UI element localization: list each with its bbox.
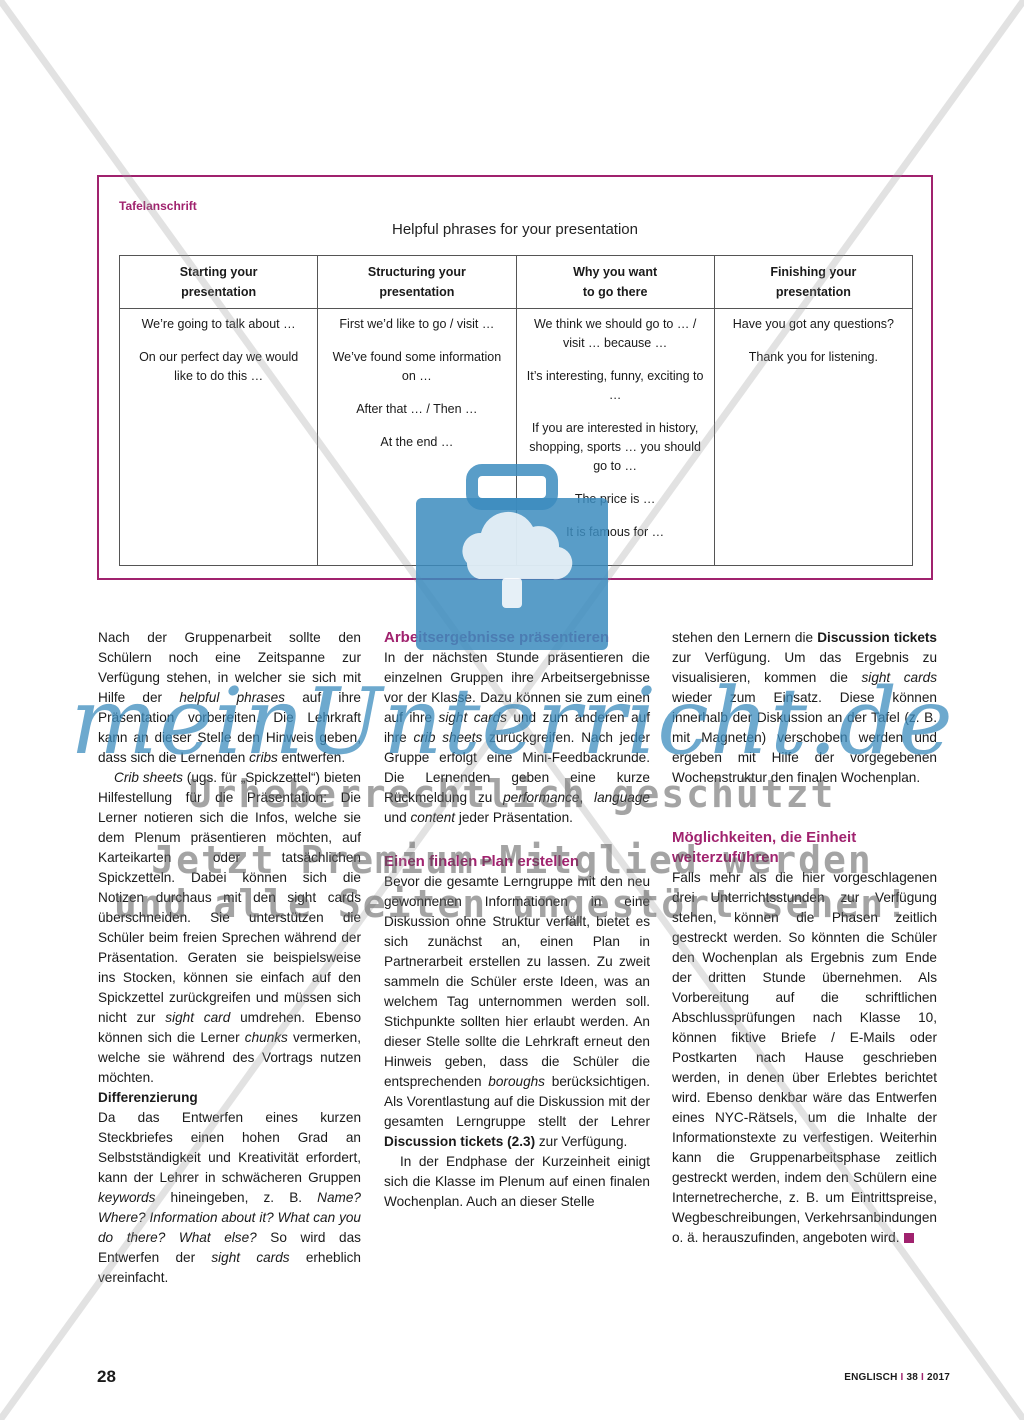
table-cell: Have you got any questions? Thank you fo… (713, 308, 914, 566)
tafelanschrift-box: Tafelanschrift Helpful phrases for your … (97, 175, 933, 580)
paragraph: Nach der Gruppenarbeit sollte den Schüle… (98, 630, 361, 765)
paragraph: Falls mehr als die hier vorgeschlagenen … (672, 870, 937, 1245)
text-column-2: Arbeitsergebnisse präsentieren In der nä… (384, 628, 650, 1212)
board-label: Tafelanschrift (119, 199, 197, 213)
paragraph: In der nächsten Stunde präsentieren die … (384, 650, 651, 825)
end-square-icon (904, 1233, 915, 1243)
table-cell: We’re going to talk about … On our perfe… (118, 308, 319, 566)
section-heading-finaler-plan: Einen finalen Plan erstellen (384, 853, 580, 870)
section-heading-weiterfuehren: Möglichkeiten, die Einheit weiterzuführe… (672, 829, 857, 866)
table-cell: First we’d like to go / visit … We’ve fo… (317, 308, 517, 566)
paragraph: stehen den Lernern die Discussion ticket… (672, 630, 938, 785)
page-number: 28 (97, 1367, 116, 1386)
paragraph: Bevor die gesamte Lerngruppe mit den neu… (384, 874, 650, 1149)
text-column-1: Nach der Gruppenarbeit sollte den Schüle… (98, 628, 361, 1288)
table-row: We’re going to talk about … On our perfe… (118, 308, 914, 566)
paragraph: In der Endphase der Kurzeinheit einigt s… (384, 1154, 650, 1209)
table-cell: We think we should go to … / visit … bec… (515, 308, 715, 566)
section-heading-differenzierung: Differenzierung (98, 1090, 198, 1105)
text-column-3: stehen den Lernern die Discussion ticket… (672, 628, 937, 1248)
paragraph: Crib sheets (ugs. für „Spickzettel“) bie… (98, 770, 362, 1085)
board-title: Helpful phrases for your presentation (392, 221, 638, 238)
paragraph: Da das Entwerfen eines kurzen Steckbrief… (98, 1110, 361, 1285)
section-heading-praesentieren: Arbeitsergebnisse präsentieren (384, 629, 610, 646)
magazine-footer: ENGLISCH I 38 I 2017 (844, 1372, 950, 1383)
